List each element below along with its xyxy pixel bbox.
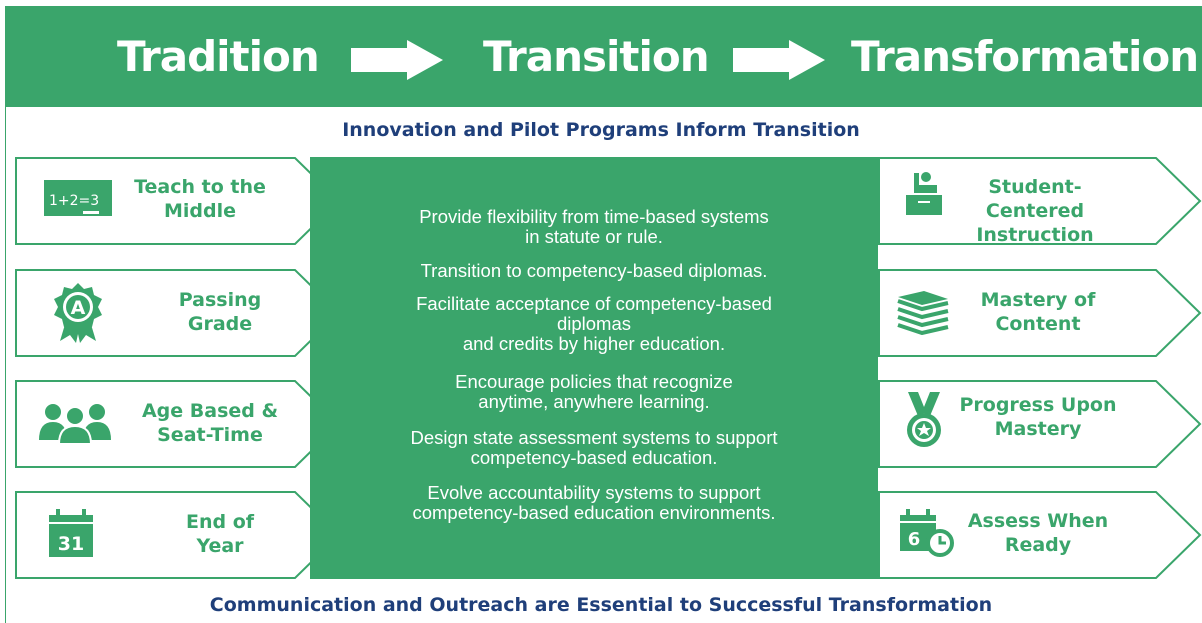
calendar-icon: 31 xyxy=(49,509,93,557)
tradition-label: End of Year xyxy=(185,511,255,557)
policy-item: Facilitate acceptance of competency-base… xyxy=(416,293,772,354)
transformation-label: Assess When Ready xyxy=(967,510,1109,556)
calendar-day: 6 xyxy=(908,529,921,550)
book-stack-icon xyxy=(897,291,949,335)
stage-transition: Transition xyxy=(483,32,710,81)
stage-tradition: Tradition xyxy=(117,32,320,81)
policy-item: Provide flexibility from time-based syst… xyxy=(419,206,769,247)
left-border-line xyxy=(5,107,6,623)
header-band: Tradition Transition Transformation xyxy=(5,6,1202,107)
transformation-card-student-centered: Student-Centered Instruction xyxy=(878,157,1202,246)
policy-item: Design state assessment systems to suppo… xyxy=(410,427,778,468)
grade-award-icon: A xyxy=(54,283,102,343)
right-arrow-icon xyxy=(351,40,443,80)
chalkboard-text: 1+2=3 xyxy=(49,193,99,209)
top-banner: Innovation and Pilot Programs Inform Tra… xyxy=(342,119,860,141)
transformation-label: Progress Upon Mastery xyxy=(959,394,1117,440)
tradition-card-age-based: Age Based & Seat-Time xyxy=(15,380,341,468)
transformation-label: Mastery of Content xyxy=(980,289,1096,335)
group-people-icon xyxy=(39,404,111,444)
policy-item: Encourage policies that recognize anytim… xyxy=(455,371,733,412)
tradition-card-passing-grade: A Passing Grade xyxy=(15,269,341,357)
transition-policies-panel: Provide flexibility from time-based syst… xyxy=(310,157,878,579)
student-desk-icon xyxy=(906,172,942,215)
policy-item: Transition to competency-based diplomas. xyxy=(420,260,768,281)
tradition-label: Age Based & Seat-Time xyxy=(141,400,279,446)
tradition-card-teach-to-middle: 1+2=3 Teach to the Middle xyxy=(15,157,341,245)
transformation-card-progress-upon-mastery: Progress Upon Mastery xyxy=(878,380,1202,468)
transformation-card-mastery-of-content: Mastery of Content xyxy=(878,269,1202,357)
policy-item: Evolve accountability systems to support… xyxy=(412,482,776,523)
stage-transformation: Transformation xyxy=(851,32,1199,81)
bottom-banner: Communication and Outreach are Essential… xyxy=(209,594,993,616)
tradition-label: Passing Grade xyxy=(178,289,262,335)
right-arrow-icon xyxy=(733,40,825,80)
transformation-label: Student-Centered Instruction xyxy=(976,176,1094,246)
transformation-card-assess-when-ready: 6 Assess When Ready xyxy=(878,491,1202,579)
calendar-day: 31 xyxy=(58,533,84,555)
tradition-card-end-of-year: 31 End of Year xyxy=(15,491,341,579)
chalkboard-icon: 1+2=3 xyxy=(44,180,112,216)
calendar-clock-icon: 6 xyxy=(900,509,954,557)
medal-icon xyxy=(907,392,941,447)
tradition-label: Teach to the Middle xyxy=(134,176,266,222)
grade-letter: A xyxy=(71,297,86,319)
